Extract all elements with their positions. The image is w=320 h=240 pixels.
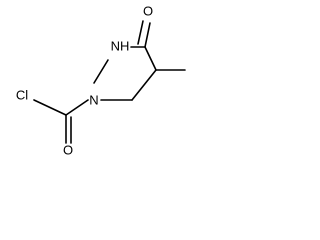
bond-c3-o-double-2 [137,20,144,45]
atom-label-nh: NH [111,38,130,53]
bond-c3-o-double-1 [144,22,151,48]
bond-n1-carbonyl-carbon [65,99,89,116]
atom-label-n: N [89,92,98,107]
atom-label-acyl-oxygen: O [63,142,73,157]
atom-label-carbonyl-oxygen: O [143,3,153,18]
bond-n1-n2 [93,59,109,84]
structure-diagram: O NH N Cl O [16,3,186,157]
atom-label-chlorine: Cl [16,87,28,102]
bond-carbonyl-carbon-cl [33,99,67,116]
bond-c4-c5 [131,69,157,101]
bond-c3-c4 [144,46,157,71]
